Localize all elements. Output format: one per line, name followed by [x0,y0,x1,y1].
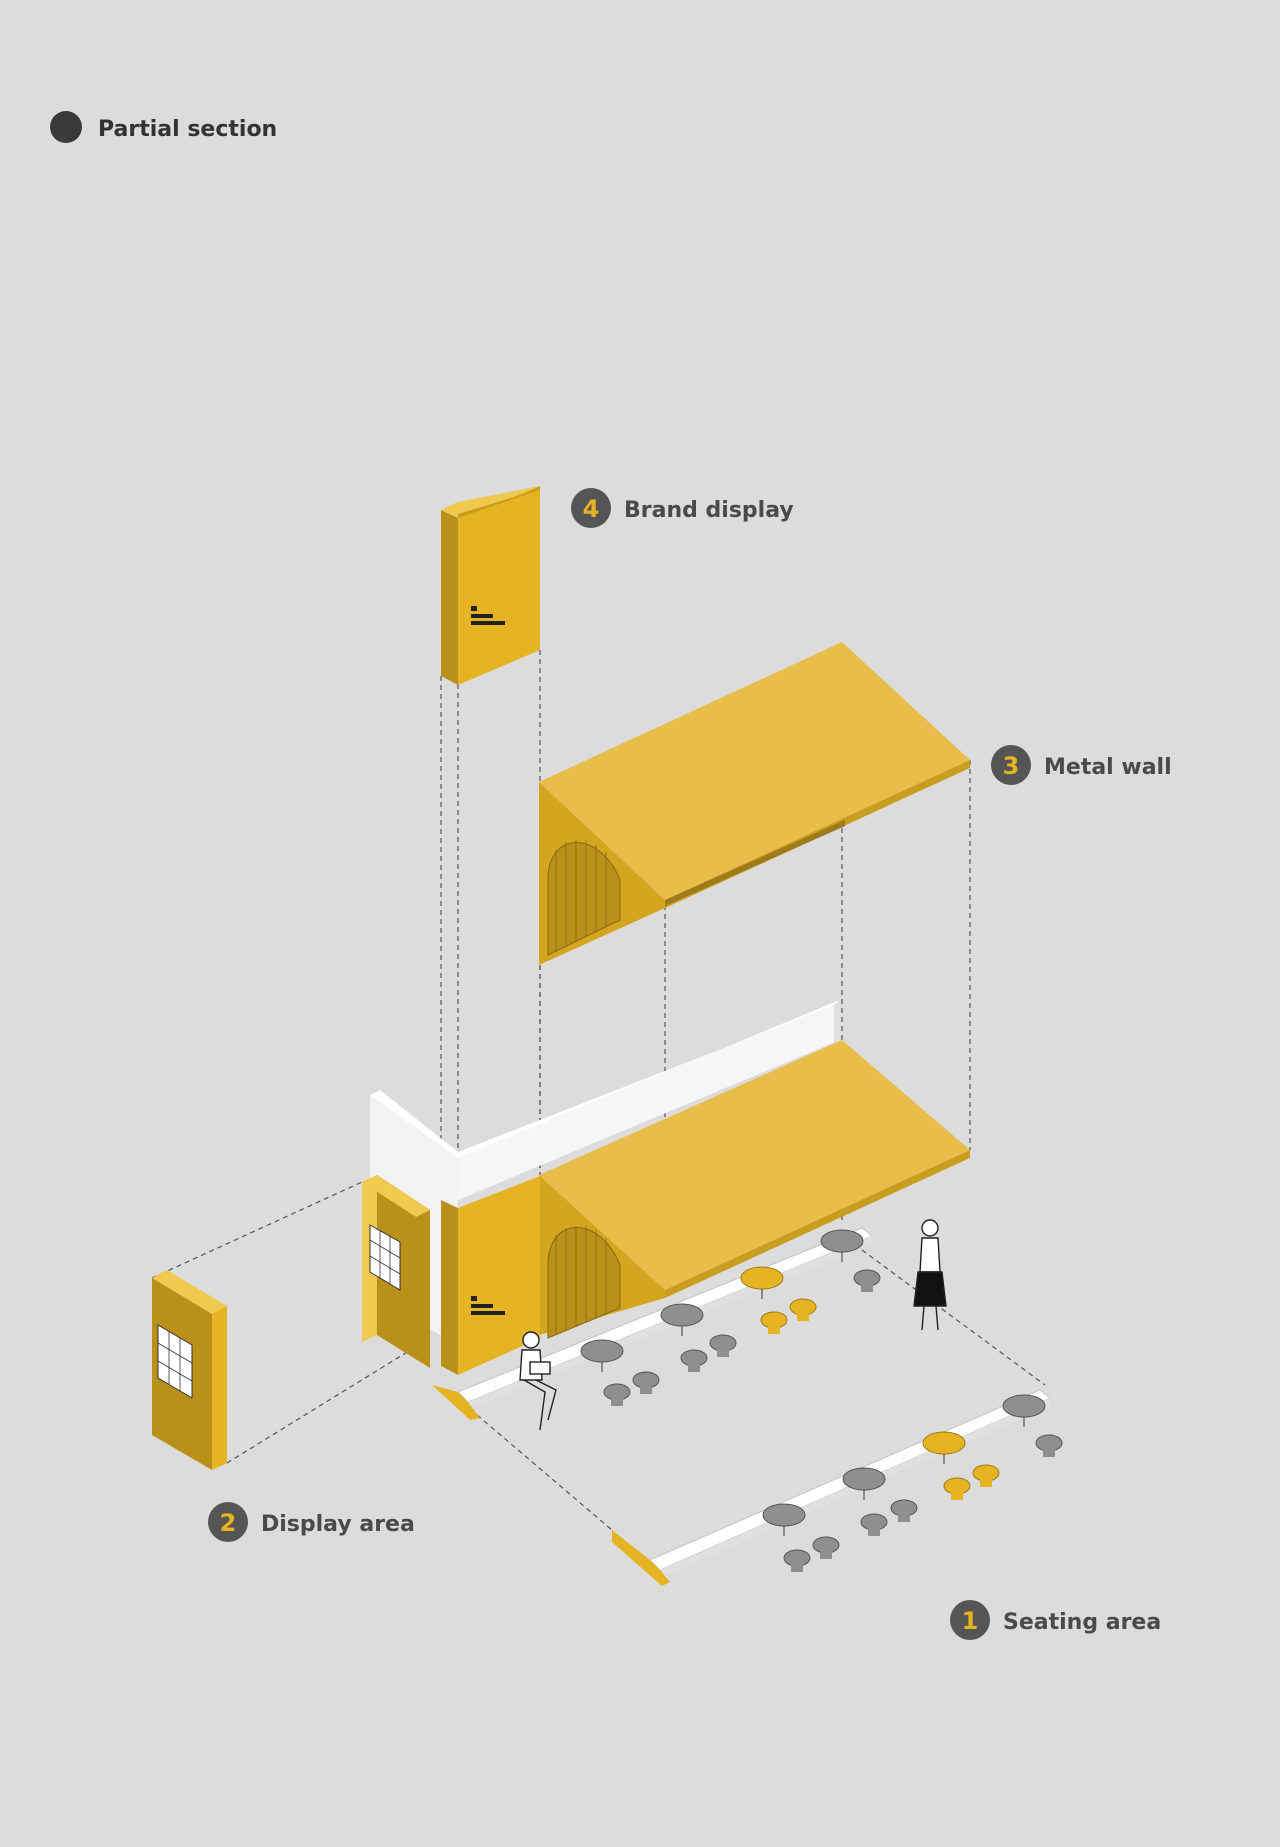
table [922,1431,966,1464]
title-text: Partial section [98,117,277,142]
stool [812,1536,840,1559]
brand-display-panel [441,486,540,685]
metal-wall-label: Metal wall [1044,755,1172,780]
table [842,1467,886,1500]
svg-text:4: 4 [583,495,600,523]
stool [603,1383,631,1406]
seating-area-label: Seating area [1003,1610,1161,1635]
table [740,1266,784,1299]
stool [709,1334,737,1357]
brand-display-label: Brand display [624,498,794,523]
badge-3-icon [991,745,1031,785]
title-bullet-icon [50,111,82,143]
display-poster-front-icon [157,1324,193,1399]
stool [1035,1434,1063,1457]
stool [783,1549,811,1572]
stool [853,1269,881,1292]
brand-logo-icon [471,606,505,625]
label-metal-wall: 3 Metal wall [991,745,1172,785]
stool [972,1464,1000,1487]
person-standing-icon [913,1219,947,1331]
table [580,1339,624,1372]
label-brand-display: 4 Brand display [571,488,794,528]
svg-text:3: 3 [1003,752,1020,780]
diagram-title: Partial section [50,111,277,143]
label-seating-area: 1 Seating area [950,1600,1161,1640]
stool [680,1349,708,1372]
display-panel-mid [362,1175,430,1368]
display-panel-front [152,1270,227,1470]
stool [860,1513,888,1536]
brand-display-panel-lower [441,1176,540,1375]
stool [943,1477,971,1500]
stool [789,1298,817,1321]
stool [632,1371,660,1394]
stool [890,1499,918,1522]
table [660,1303,704,1336]
metal-wall-upper [539,642,970,965]
badge-4-icon [571,488,611,528]
table [820,1229,864,1262]
label-display-area: 2 Display area [208,1502,415,1542]
metal-wall-lower [539,1040,970,1339]
seating-furniture [580,1229,1063,1572]
display-poster-icon [369,1224,401,1291]
svg-text:1: 1 [962,1607,979,1635]
svg-text:2: 2 [220,1509,237,1537]
badge-1-icon [950,1600,990,1640]
table [1002,1394,1046,1427]
stool [760,1311,788,1334]
person-seated-icon [519,1331,557,1431]
table [762,1503,806,1536]
display-area-label: Display area [261,1512,415,1537]
badge-2-icon [208,1502,248,1542]
